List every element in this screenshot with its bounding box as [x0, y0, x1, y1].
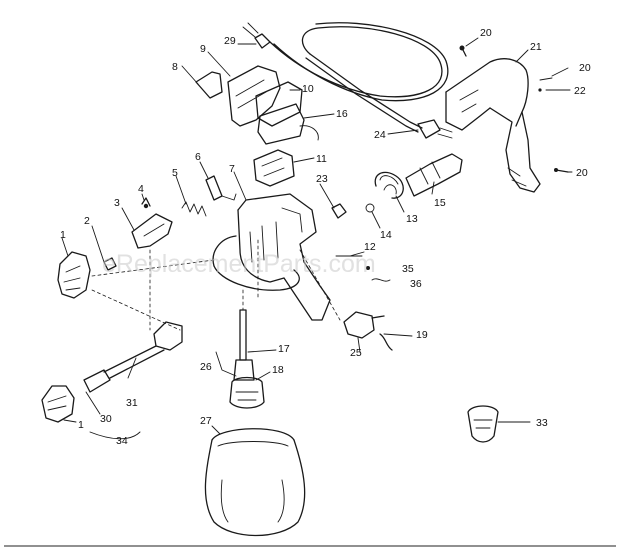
- part-label: 36: [410, 278, 422, 290]
- part-label: 23: [316, 173, 328, 185]
- pin: [335, 255, 391, 282]
- part-label: 14: [380, 229, 392, 241]
- part-label: 1: [60, 229, 66, 241]
- screw-22: [538, 88, 542, 92]
- cartridge: [365, 153, 463, 213]
- nut: [331, 203, 347, 219]
- part-label: 2: [84, 215, 90, 227]
- extension-tube: [83, 321, 183, 393]
- nozzle-nut-lower: [41, 385, 75, 423]
- part-label: 17: [278, 343, 290, 355]
- part-label: 27: [200, 415, 212, 427]
- part-label: 13: [406, 213, 418, 225]
- part-label: 33: [536, 417, 548, 429]
- part-label: 8: [172, 61, 178, 73]
- valve: [205, 175, 237, 201]
- part-label: 21: [530, 41, 542, 53]
- clip: [131, 197, 173, 249]
- nozzle-nut-upper: [57, 251, 91, 299]
- gun-body: [212, 193, 331, 321]
- part-label: 4: [138, 183, 144, 195]
- part-label: 35: [402, 263, 414, 275]
- part-label: 22: [574, 85, 586, 97]
- part-label: 20: [576, 167, 588, 179]
- part-label: 10: [302, 83, 314, 95]
- part-label: 34: [116, 435, 128, 447]
- pump-housing: [195, 65, 319, 187]
- watermark-text: eReplacementParts.com: [102, 250, 376, 278]
- part-label: 16: [336, 108, 348, 120]
- part-label: 15: [434, 197, 446, 209]
- spring: [181, 201, 207, 217]
- handle-cover: [445, 58, 541, 193]
- siphon-tube: [229, 309, 265, 409]
- part-label: 20: [480, 27, 492, 39]
- strain-relief: [417, 119, 453, 139]
- part-label: 19: [416, 329, 428, 341]
- screw-top: [459, 45, 467, 57]
- part-label: 5: [172, 167, 178, 179]
- leader-lines: [61, 37, 573, 440]
- cap: [467, 405, 499, 443]
- elbow: [343, 311, 393, 351]
- part-label: 31: [126, 397, 138, 409]
- part-label: 26: [200, 361, 212, 373]
- paint-container: [204, 428, 306, 537]
- part-label: 6: [195, 151, 201, 163]
- part-label: 9: [200, 43, 206, 55]
- part-label: 11: [316, 153, 327, 165]
- screw-right-lower: [554, 168, 569, 173]
- part-label: 30: [100, 413, 112, 425]
- screw-2: [103, 257, 117, 271]
- part-label: 24: [374, 129, 386, 141]
- part-number-labels: 20 21 20 22 20 29 9 8 10 16 24 6 7 11 23…: [60, 27, 591, 447]
- part-label: 3: [114, 197, 120, 209]
- part-label: 18: [272, 364, 284, 376]
- power-cord: [242, 22, 449, 133]
- part-label: 20: [579, 62, 591, 74]
- part-label: 1: [78, 419, 84, 431]
- part-label: 25: [350, 347, 362, 359]
- alignment-lines: [91, 239, 341, 331]
- part-label: 29: [224, 35, 236, 47]
- part-label: 12: [364, 241, 376, 253]
- part-label: 7: [229, 163, 235, 175]
- screw-right-upper: [539, 77, 553, 81]
